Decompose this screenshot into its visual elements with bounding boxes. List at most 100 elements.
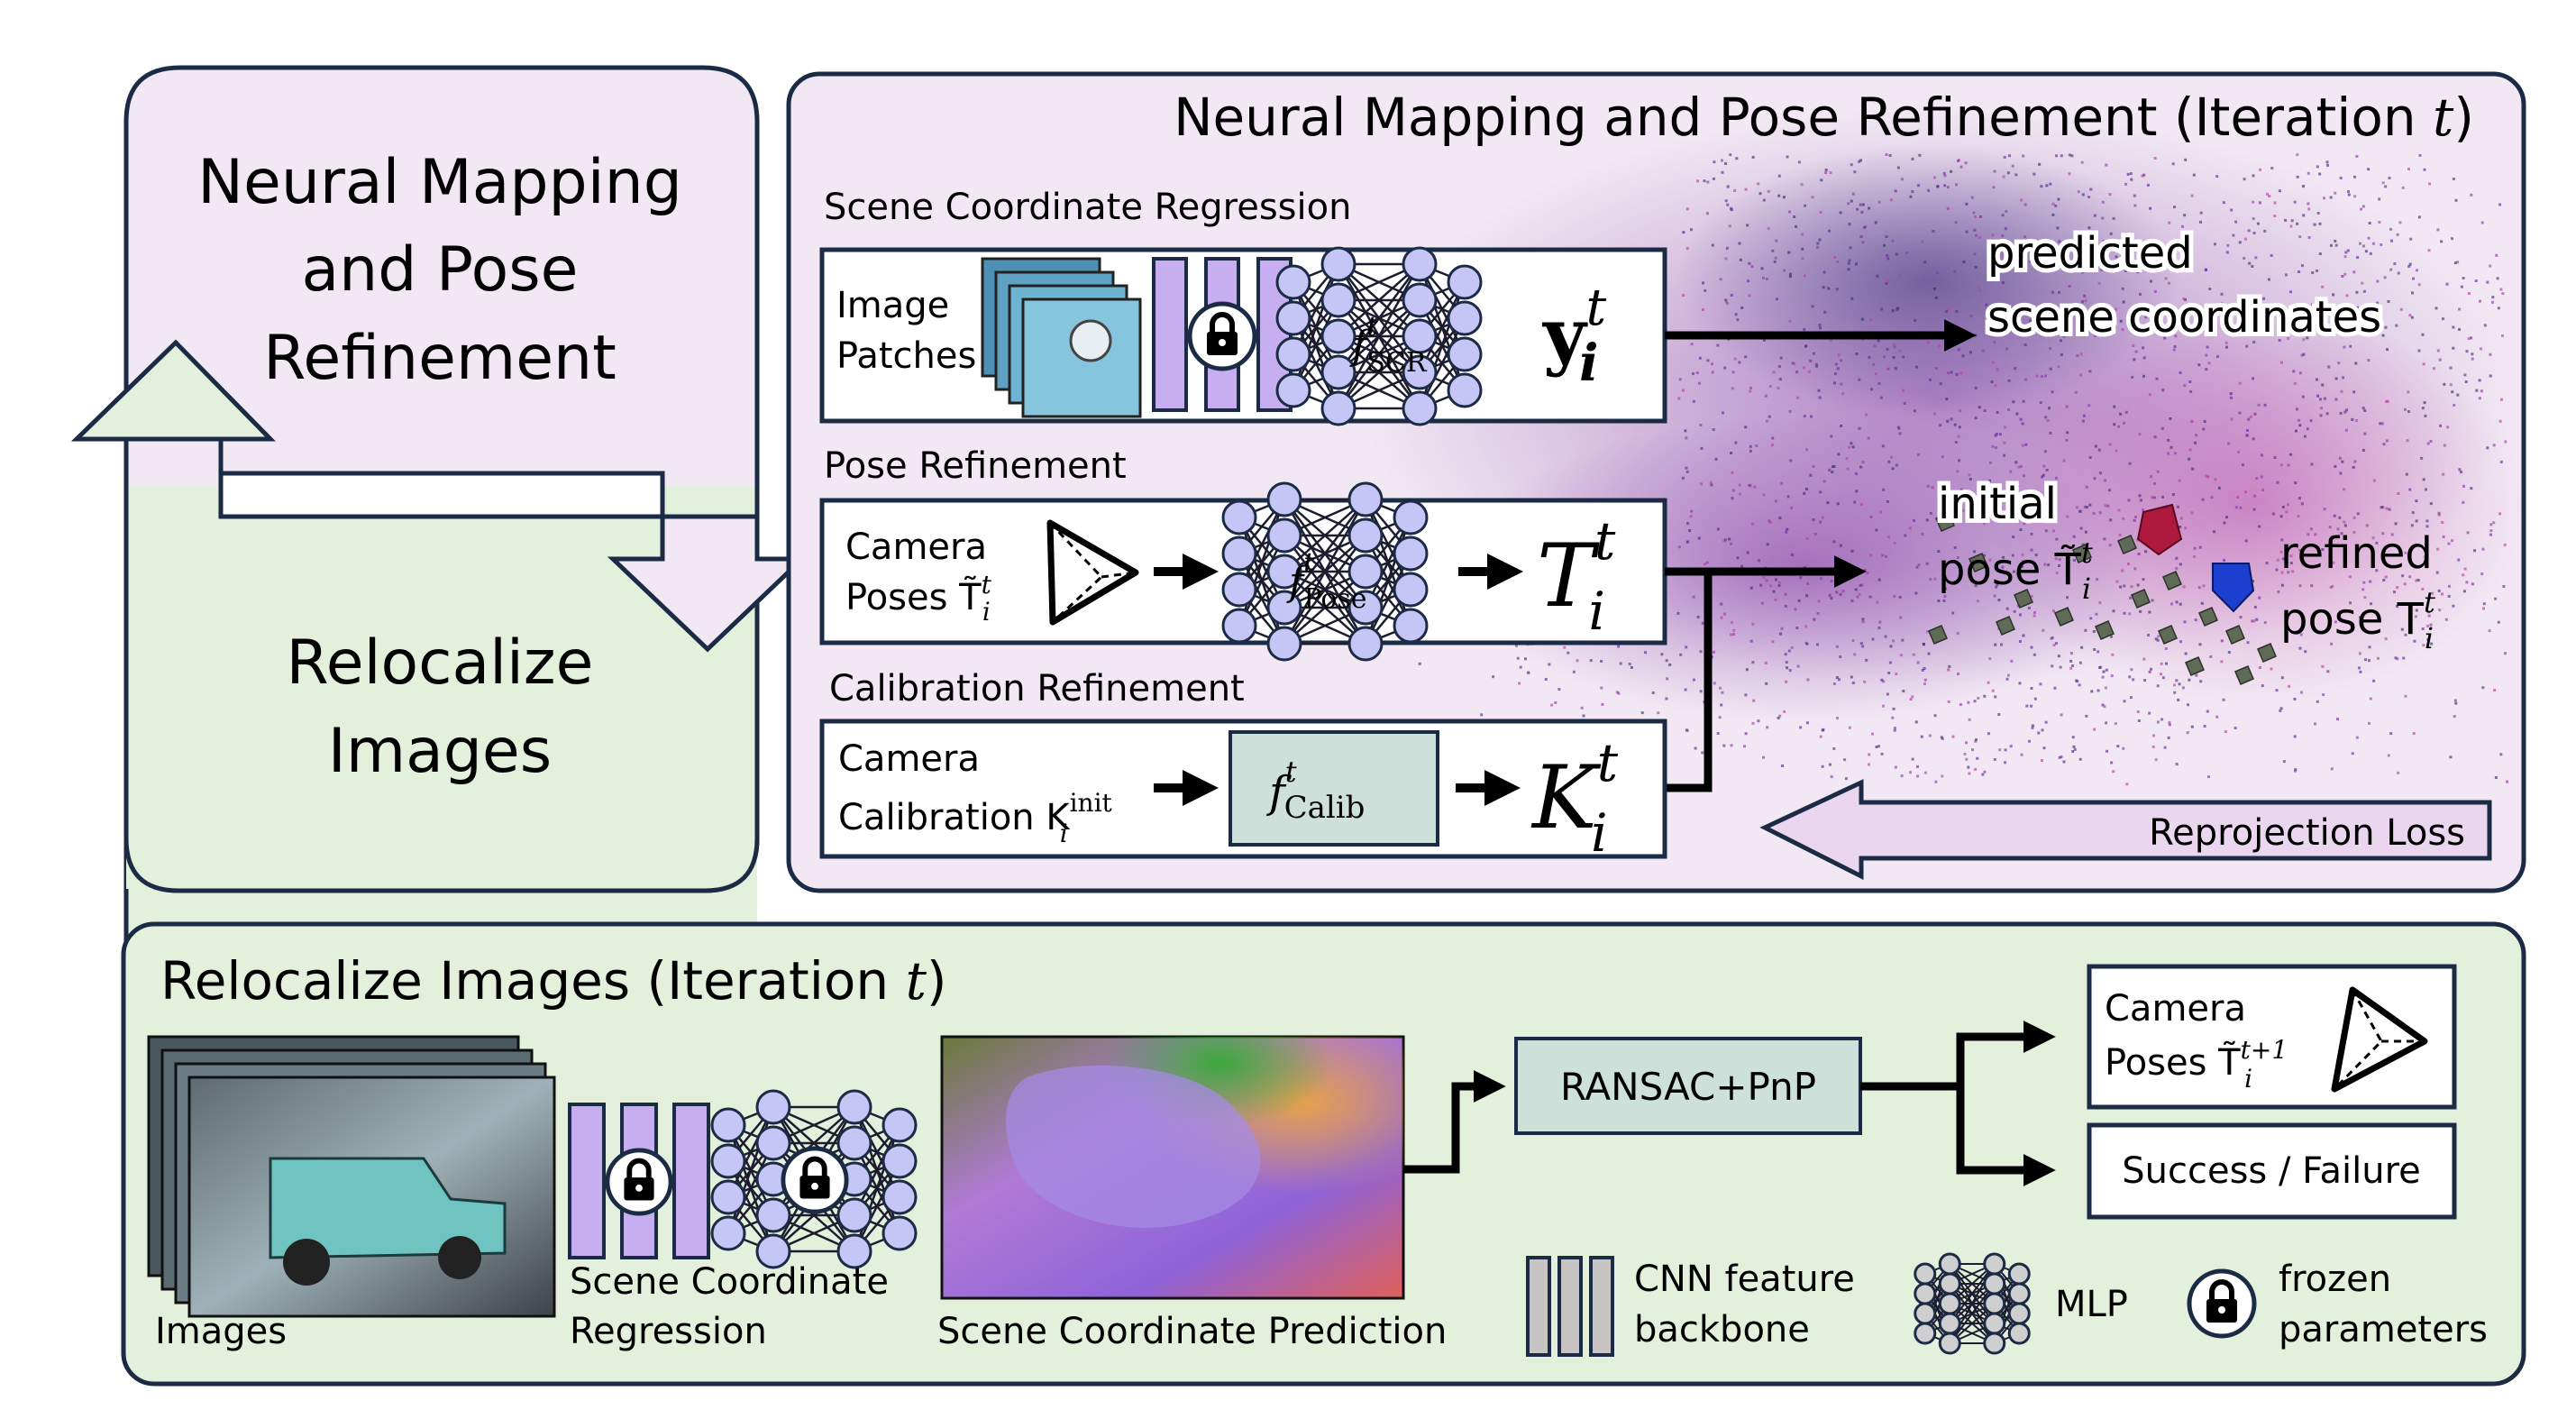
cloud-point <box>2206 475 2210 479</box>
cloud-point <box>2412 277 2415 280</box>
cloud-point <box>1898 596 1902 600</box>
cloud-point <box>1859 159 1862 162</box>
cloud-point <box>1892 355 1895 359</box>
cloud-point <box>1991 444 1995 448</box>
cloud-point <box>2381 334 2385 337</box>
cloud-point <box>1917 563 1921 566</box>
mlp-node <box>1393 499 1429 536</box>
cloud-point <box>1816 242 1820 245</box>
cloud-point <box>2069 659 2073 663</box>
cloud-point <box>2182 298 2186 300</box>
cloud-point <box>1873 344 1877 348</box>
cloud-point <box>1946 206 1950 210</box>
cloud-point <box>2130 696 2133 700</box>
cloud-point <box>2316 269 2319 272</box>
cloud-point <box>2375 569 2379 572</box>
cloud-point <box>1801 247 1804 251</box>
cloud-point <box>1929 578 1932 581</box>
cloud-point <box>2494 597 2498 600</box>
cloud-point <box>1950 371 1953 374</box>
cloud-point <box>2199 220 2202 224</box>
cloud-point <box>1923 261 1927 264</box>
cloud-point <box>1716 527 1720 531</box>
cloud-point <box>2012 400 2015 404</box>
cloud-point <box>2178 682 2181 686</box>
cloud-point <box>2055 537 2059 541</box>
cloud-point <box>1713 160 1716 164</box>
cloud-point <box>2020 509 2023 513</box>
cloud-point <box>2314 722 2316 726</box>
cloud-point <box>1978 406 1981 409</box>
mlp-node <box>1266 590 1302 626</box>
cloud-point <box>1991 689 1995 692</box>
cloud-point <box>1788 409 1792 413</box>
cloud-point <box>1934 780 1938 783</box>
cloud-point <box>2286 617 2289 620</box>
cloud-point <box>2142 346 2145 350</box>
cloud-point <box>2307 171 2310 175</box>
cloud-point <box>2304 650 2307 654</box>
cloud-point <box>2103 479 2106 482</box>
cloud-point <box>2293 735 2297 738</box>
cloud-point <box>2209 655 2213 658</box>
cloud-point <box>1731 471 1734 474</box>
cloud-point <box>2172 348 2176 352</box>
cloud-point <box>1550 703 1554 707</box>
cloud-point <box>1978 289 1982 293</box>
mlp-edge <box>1338 299 1420 409</box>
cloud-point <box>2104 686 2107 690</box>
cloud-point <box>2329 586 2333 589</box>
cloud-point <box>2034 554 2038 557</box>
cloud-point <box>2106 504 2110 508</box>
cloud-point <box>2397 492 2400 495</box>
mlp-node <box>710 1215 746 1251</box>
cloud-point <box>1941 774 1944 778</box>
cloud-point <box>2417 215 2421 219</box>
cloud-point <box>2471 352 2474 356</box>
cloud-point <box>2442 317 2444 321</box>
cloud-point <box>1920 735 1923 738</box>
cloud-point <box>2289 562 2293 565</box>
cloud-point <box>1832 682 1836 685</box>
cloud-point <box>2326 163 2329 167</box>
cloud-point <box>1668 663 1672 666</box>
cloud-point <box>2251 619 2254 623</box>
cloud-point <box>2352 530 2356 534</box>
cloud-point <box>2022 399 2025 403</box>
cloud-point <box>1619 662 1622 665</box>
cloud-point <box>1861 461 1865 464</box>
cloud-point <box>1858 378 1861 381</box>
cloud-point <box>2063 307 2067 311</box>
cloud-point <box>2289 290 2292 294</box>
cloud-point <box>2088 456 2092 459</box>
cloud-point <box>1837 453 1841 456</box>
cloud-point <box>2488 629 2491 633</box>
cloud-point <box>2429 623 2433 627</box>
cloud-point <box>2277 590 2280 594</box>
cloud-point <box>1763 338 1766 342</box>
cloud-point <box>2062 459 2066 462</box>
cloud-point <box>1888 154 1892 157</box>
cloud-point <box>2051 202 2055 206</box>
cloud-point <box>2019 640 2022 643</box>
mlp-node <box>1320 282 1357 318</box>
cloud-point <box>2160 662 2163 665</box>
cloud-point <box>1724 199 1728 203</box>
mlp-node <box>836 1197 872 1233</box>
cloud-point <box>2139 499 2142 502</box>
cloud-point <box>1767 227 1770 231</box>
cloud-point <box>1879 396 1883 399</box>
cloud-point <box>2462 500 2465 504</box>
cloud-point <box>2006 305 2010 307</box>
cloud-point <box>1909 698 1913 701</box>
cloud-point <box>2407 410 2411 413</box>
cloud-point <box>2177 268 2180 271</box>
cloud-point <box>1976 600 1979 603</box>
cloud-point <box>1969 351 1972 354</box>
cloud-point <box>1790 553 1794 556</box>
cloud-point <box>2293 697 2297 700</box>
cloud-point <box>1685 247 1689 251</box>
cloud-point <box>2041 475 2044 479</box>
regression-label-2: Regression <box>570 1311 767 1352</box>
